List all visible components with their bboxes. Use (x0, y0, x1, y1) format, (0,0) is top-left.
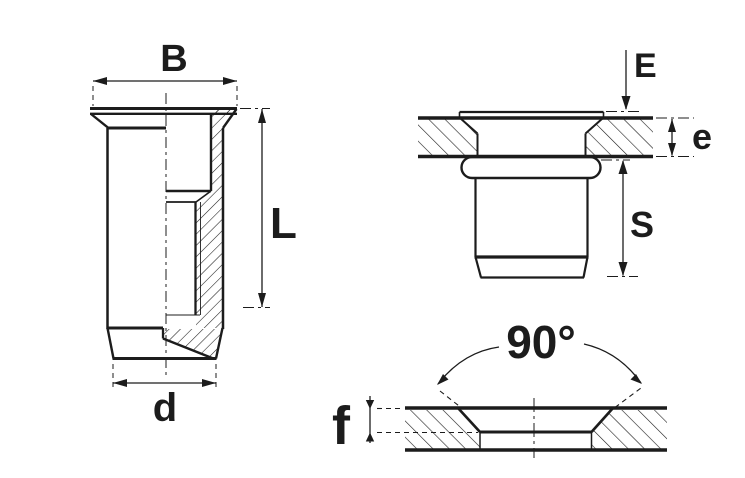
dim-B-arrow-right (223, 77, 237, 85)
dim-f-arrow-bottom (365, 432, 375, 442)
dim-f: f (332, 396, 478, 456)
dim-d-arrow-left (113, 379, 127, 387)
angle-callout: 90° (437, 316, 642, 408)
head-right-cone (222, 108, 238, 129)
cs-plate-right-hatch (591, 410, 667, 449)
dim-B-arrow-left (93, 77, 107, 85)
dim-d: d (112, 364, 217, 430)
installed-nose-right (582, 256, 589, 278)
dim-f-label: f (332, 396, 351, 456)
dim-E-arrow (621, 96, 631, 110)
dim-L-label: L (270, 199, 297, 248)
dim-e-arrow-bottom (668, 143, 676, 156)
section-view: B L d (90, 38, 297, 430)
plate-right-hatch (585, 119, 653, 155)
nose-right-taper (214, 327, 224, 359)
dim-L-arrow-top (258, 109, 266, 123)
dim-B-label: B (160, 38, 187, 80)
dim-e-label: e (692, 116, 712, 157)
dim-E: E (606, 47, 657, 112)
dim-L: L (240, 108, 297, 308)
dim-f-arrow-top (365, 400, 375, 409)
hole-countersink-right (584, 117, 604, 135)
hole-countersink-left (459, 117, 479, 135)
angle-guide-right (614, 387, 642, 408)
angle-guide-left (439, 390, 462, 408)
dim-d-arrow-right (202, 379, 216, 387)
dim-B: B (92, 38, 238, 106)
dim-d-label: d (153, 386, 177, 430)
cs-plate-left-hatch (405, 410, 480, 449)
angle-arrow-right (630, 374, 642, 384)
thread-chamfer (195, 190, 212, 203)
plate-left-hatch (418, 119, 478, 155)
angle-arrow-left (437, 374, 449, 385)
countersink-view: 90° f (332, 316, 667, 458)
dim-e-arrow-top (668, 119, 676, 132)
dim-e: e (656, 116, 712, 157)
dim-L-arrow-bottom (258, 293, 266, 307)
dim-S: S (601, 159, 654, 277)
exit-chamfer (162, 337, 215, 361)
wall-section-hatch (196, 109, 236, 328)
nose-left-taper (106, 327, 115, 359)
head-left-cone (90, 113, 110, 129)
dim-E-label: E (634, 47, 657, 85)
installed-view: E e S (418, 47, 712, 279)
dim-S-arrow-bottom (618, 262, 628, 276)
dim-S-label: S (630, 204, 654, 245)
cs-slope-right (590, 407, 615, 433)
dim-S-arrow-top (618, 160, 628, 174)
angle-label: 90° (506, 316, 576, 368)
installed-nose-left (474, 256, 483, 278)
nose-section-hatch (163, 329, 222, 358)
cs-slope-left (457, 407, 481, 433)
